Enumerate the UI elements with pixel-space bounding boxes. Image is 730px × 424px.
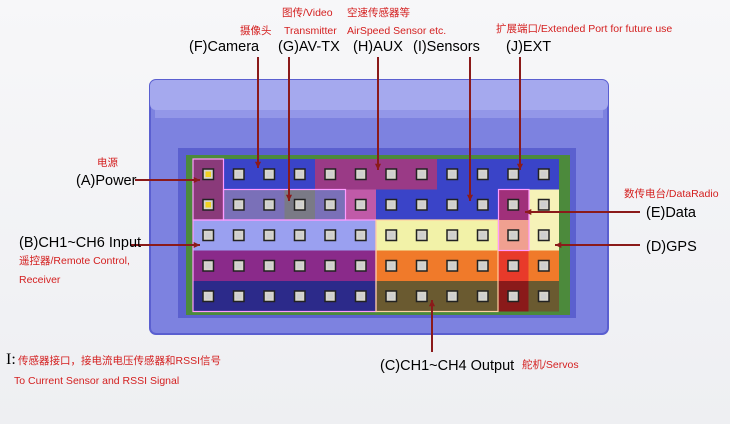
data-label: (E)Data (646, 205, 696, 221)
output-cn-label: 舵机/Servos (522, 359, 579, 371)
aux-label: (H)AUX (353, 39, 403, 55)
connector-pin (528, 189, 559, 220)
connector-pin (498, 250, 529, 281)
input-cn-label: 遥控器/Remote Control, (19, 255, 130, 267)
connector-pin (406, 189, 437, 220)
pointer-arrow (254, 57, 262, 168)
connector-pin (193, 189, 224, 220)
connector-pin (193, 250, 224, 281)
connector-pin (345, 250, 376, 281)
connector-pin (498, 189, 529, 220)
connector-pin (528, 250, 559, 281)
connector-pin (437, 189, 468, 220)
connector-pin (315, 220, 346, 251)
input-label: (B)CH1~CH6 Input (19, 235, 142, 251)
connector-pin (498, 220, 529, 251)
connector-pin (437, 281, 468, 312)
pointer-arrow (130, 241, 200, 249)
connector-pin (467, 281, 498, 312)
connector-pin (376, 220, 407, 251)
connector-pin (315, 189, 346, 220)
connector-pin (315, 281, 346, 312)
connector-pin (467, 250, 498, 281)
region-outline (497, 188, 530, 252)
connector-pin (223, 220, 254, 251)
pointer-arrow (135, 176, 200, 184)
connector-pin (376, 250, 407, 281)
ext-label: (J)EXT (506, 39, 552, 55)
connector-pin (437, 220, 468, 251)
connector-pin (528, 281, 559, 312)
avtx-cn-label: 图传/Video (282, 7, 333, 19)
connector-pin (345, 189, 376, 220)
i-note-en: To Current Sensor and RSSI Signal (14, 375, 180, 387)
connector-pin (406, 220, 437, 251)
connector-pin (467, 159, 498, 190)
ext-cn-label: 扩展端口/Extended Port for future use (496, 23, 673, 35)
pointer-arrows (130, 57, 640, 352)
connector-pin (437, 250, 468, 281)
connector-pin (223, 281, 254, 312)
connector-pin (223, 189, 254, 220)
connector-pin (284, 281, 315, 312)
i-note-cn: 传感器接口，接电流电压传感器和RSSI信号 (18, 355, 222, 367)
connector-pin (345, 281, 376, 312)
gps-label: (D)GPS (646, 239, 697, 255)
aux-cn-label: 空速传感器等 (347, 7, 410, 19)
connector-pin (376, 189, 407, 220)
connector-pin (406, 159, 437, 190)
connector-pin (406, 250, 437, 281)
pointer-arrow (466, 57, 474, 201)
connector-pin (254, 250, 285, 281)
connector-pin (467, 189, 498, 220)
connector-pin (284, 250, 315, 281)
i-note-prefix: I: (6, 351, 16, 368)
region-outline (375, 219, 499, 313)
pointer-arrow (516, 57, 524, 170)
connector-pin (193, 159, 224, 190)
connector-pin (437, 159, 468, 190)
avtx-en-label: Transmitter (284, 25, 337, 37)
connector-pin (376, 281, 407, 312)
connector-pin (467, 220, 498, 251)
power-label: (A)Power (76, 173, 137, 189)
connector-pin (315, 159, 346, 190)
output-label: (C)CH1~CH4 Output (380, 358, 515, 374)
connector-pin (193, 281, 224, 312)
connector-pin (498, 281, 529, 312)
sensors-label: (I)Sensors (413, 39, 480, 55)
connector-pin (528, 159, 559, 190)
aux-en-label: AirSpeed Sensor etc. (347, 25, 447, 37)
power-cn-label: 电源 (97, 157, 118, 169)
input-en-label: Receiver (19, 274, 61, 286)
connector-pin (223, 250, 254, 281)
connector-pin (345, 220, 376, 251)
connector-pin (345, 159, 376, 190)
connector-pin (223, 159, 254, 190)
connector-pin (498, 159, 529, 190)
pointer-arrow (428, 300, 436, 352)
pointer-arrow (525, 208, 640, 216)
pointer-arrow (374, 57, 382, 170)
camera-label: (F)Camera (189, 39, 260, 55)
connector-pin (254, 220, 285, 251)
connector-pin (376, 159, 407, 190)
avtx-label: (G)AV-TX (278, 39, 340, 55)
connector-pin (284, 220, 315, 251)
connector-pin (254, 281, 285, 312)
connector-grid (192, 158, 559, 313)
data-cn-label: 数传电台/DataRadio (624, 188, 719, 200)
camera-cn-label: 摄像头 (240, 25, 272, 37)
connector-pin (315, 250, 346, 281)
pointer-arrow (285, 57, 293, 201)
connector-pin (528, 220, 559, 251)
connector-pin (254, 189, 285, 220)
pointer-arrow (555, 241, 640, 249)
